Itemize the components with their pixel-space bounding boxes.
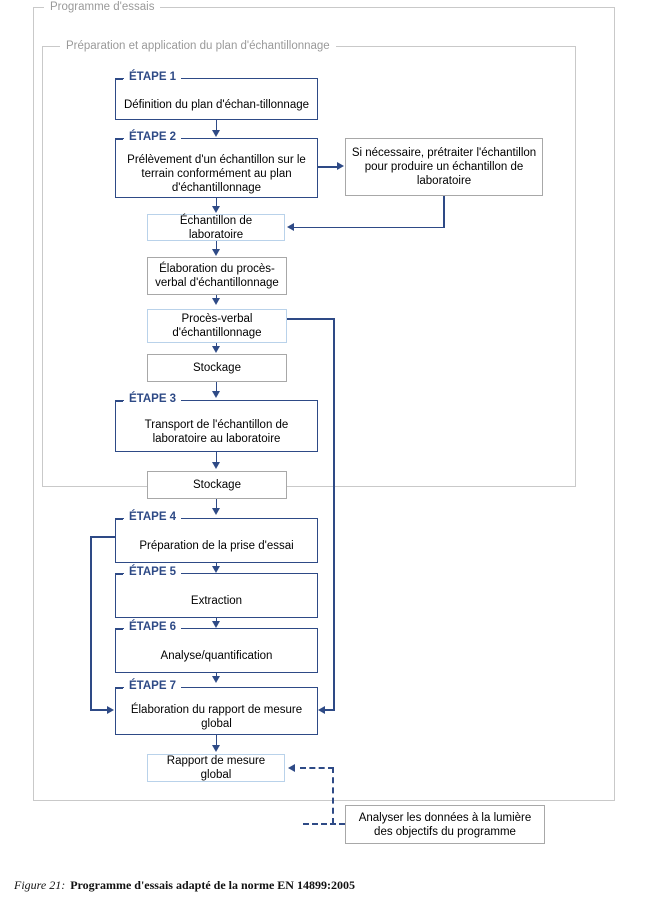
connector-step2-labsample (215, 198, 218, 207)
analyse-box[interactable]: Analyser les données à la lumière des ob… (345, 805, 545, 844)
figure-number: Figure 21: (14, 878, 66, 892)
step-2-bracket-nub (115, 138, 123, 140)
arrow-step4-step5 (212, 566, 220, 573)
left-rail-vertical (90, 536, 92, 710)
frame-preparation-application-label: Préparation et application du plan d'éch… (60, 39, 336, 53)
step-7-label: ÉTAPE 7 (124, 680, 182, 693)
connector-report-to-right-rail (287, 318, 335, 320)
step-2-label: ÉTAPE 2 (124, 131, 182, 144)
step-5-box[interactable]: Extraction (115, 573, 318, 618)
lab-sample-box[interactable]: Échantillon de laboratoire (147, 214, 285, 241)
connector-left-rail-to-step7 (90, 709, 108, 711)
connector-step5-step6 (215, 618, 218, 622)
pretreat-box[interactable]: Si nécessaire, prétraiter l'échantillon … (345, 138, 543, 196)
connector-step4-step5 (215, 563, 218, 567)
storage-1-text: Stockage (193, 362, 241, 374)
arrow-storage1-step3 (212, 391, 220, 398)
arrow-labsample-reportdraft (212, 249, 220, 256)
step-5-label: ÉTAPE 5 (124, 566, 182, 579)
pretreat-text: Si nécessaire, prétraiter l'échantillon … (351, 147, 537, 187)
step-7-bracket-nub (115, 687, 123, 689)
step-5-text: Extraction (190, 595, 243, 607)
lab-sample-text: Échantillon de laboratoire (179, 214, 253, 241)
connector-reportdraft-report (215, 295, 218, 300)
arrow-step3-storage2 (212, 462, 220, 469)
storage-1-box[interactable]: Stockage (147, 354, 287, 382)
figure-caption: Figure 21: Programme d'essais adapté de l… (14, 878, 355, 893)
step-2-text: Prélèvement d'un échantillon sur le terr… (127, 153, 306, 194)
arrow-step5-step6 (212, 621, 220, 628)
arrow-step1-step2 (212, 130, 220, 137)
connector-storage2-step4 (215, 499, 218, 510)
step-3-label: ÉTAPE 3 (124, 393, 182, 406)
step-7-box[interactable]: Élaboration du rapport de mesure global (115, 687, 318, 735)
arrow-report-storage1 (212, 346, 220, 353)
arrow-reportdraft-report (212, 298, 220, 305)
step-2-box[interactable]: Prélèvement d'un échantillon sur le terr… (115, 138, 318, 198)
arrow-step6-step7 (212, 676, 220, 683)
connector-report-storage1 (215, 343, 218, 348)
report-draft-box[interactable]: Élaboration du procès-verbal d'échantill… (147, 257, 287, 295)
report-text: Procès-verbal d'échantillonnage (172, 313, 262, 339)
step-6-label: ÉTAPE 6 (124, 621, 182, 634)
step-4-text: Préparation de la prise d'essai (139, 540, 294, 552)
step-3-box[interactable]: Transport de l'échantillon de laboratoir… (115, 400, 318, 452)
connector-right-rail-to-step7 (325, 709, 335, 711)
step-5-bracket-nub (115, 573, 123, 575)
step-1-label: ÉTAPE 1 (124, 71, 182, 84)
connector-storage1-step3 (215, 382, 218, 393)
connector-pretreat-down (443, 196, 445, 228)
step-4-box[interactable]: Préparation de la prise d'essai (115, 518, 318, 563)
global-report-box[interactable]: Rapport de mesure global (147, 754, 285, 782)
arrow-step2-labsample (212, 206, 220, 213)
step-6-box[interactable]: Analyse/quantification (115, 628, 318, 673)
arrow-step7-globalreport (212, 745, 220, 752)
connector-step2-pretreat (318, 166, 338, 168)
connector-step7-globalreport (215, 735, 218, 748)
step-3-bracket-nub (115, 400, 123, 402)
storage-2-text: Stockage (193, 479, 241, 491)
connector-step4-to-left-rail (90, 536, 116, 538)
step-1-box[interactable]: Définition du plan d'échan-tillonnage (115, 78, 318, 120)
connector-analyse-dash-top (300, 767, 334, 769)
connector-step3-storage2 (215, 452, 218, 464)
figure-caption-text: Programme d'essais adapté de la norme EN… (70, 878, 355, 892)
connector-pretreat-to-labsample (294, 226, 444, 229)
right-rail-vertical (333, 318, 335, 710)
global-report-text: Rapport de mesure global (166, 755, 266, 781)
storage-2-box[interactable]: Stockage (147, 471, 287, 499)
step-4-label: ÉTAPE 4 (124, 511, 182, 524)
frame-programme-essais (33, 7, 615, 801)
analyse-text: Analyser les données à la lumière des ob… (358, 811, 532, 838)
step-3-text: Transport de l'échantillon de laboratoir… (144, 418, 289, 445)
arrow-pretreat-labsample (287, 223, 294, 231)
connector-analyse-dash-bottom (303, 823, 345, 825)
connector-analyse-dash-vertical (332, 767, 334, 824)
arrow-left-rail-step7 (107, 705, 114, 714)
arrow-analyse-globalreport (288, 763, 295, 772)
arrow-step2-pretreat (337, 162, 344, 170)
frame-programme-essais-label: Programme d'essais (44, 0, 161, 14)
connector-labsample-reportdraft (215, 241, 218, 250)
report-draft-text: Élaboration du procès-verbal d'échantill… (155, 263, 279, 289)
step-1-text: Définition du plan d'échan-tillonnage (123, 98, 310, 111)
step-4-bracket-nub (115, 518, 123, 520)
arrow-right-rail-step7 (318, 705, 325, 714)
connector-step1-step2 (215, 120, 218, 132)
connector-step6-step7 (215, 673, 218, 677)
report-box[interactable]: Procès-verbal d'échantillonnage (147, 309, 287, 343)
step-6-bracket-nub (115, 628, 123, 630)
step-7-text: Élaboration du rapport de mesure global (130, 703, 303, 730)
step-6-text: Analyse/quantification (160, 650, 273, 662)
step-1-bracket-nub (115, 78, 123, 80)
arrow-storage2-step4 (212, 508, 220, 515)
